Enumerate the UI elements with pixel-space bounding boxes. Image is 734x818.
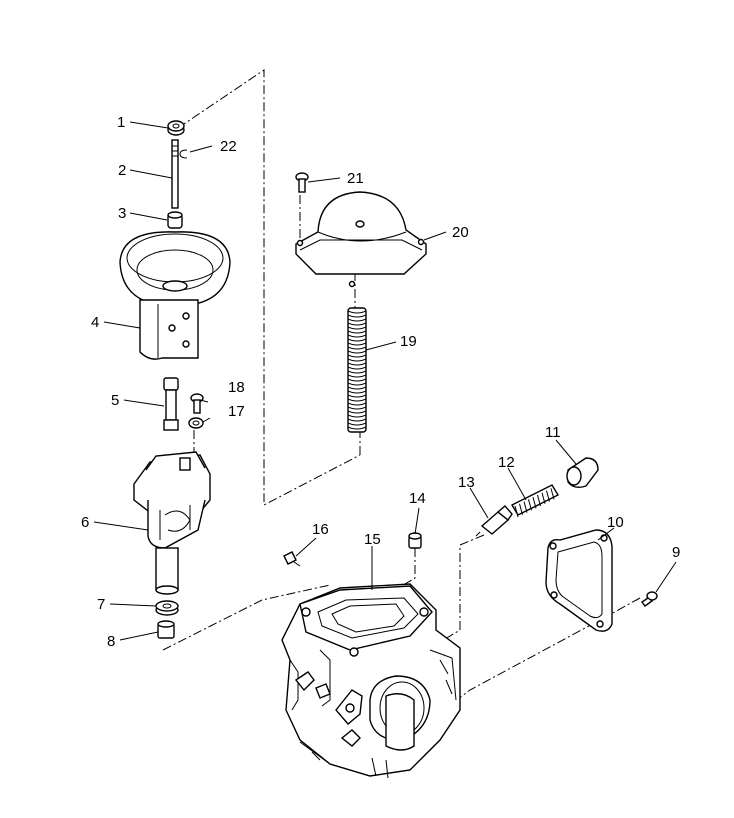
callout-15: 15 (364, 531, 381, 548)
callout-3: 3 (118, 205, 126, 222)
callout-2: 2 (118, 162, 126, 179)
spring-coil (347, 314, 367, 318)
spring-coil (347, 390, 367, 394)
part-20-top-cover (295, 191, 427, 288)
spring-coil (347, 422, 367, 426)
spring-coil (347, 414, 367, 418)
callout-6: 6 (81, 514, 89, 531)
part-4-diaphragm-slide (119, 231, 231, 360)
spring-coil (347, 350, 367, 354)
callout-18: 18 (228, 379, 245, 396)
part-21-screw (295, 172, 309, 193)
callout-4: 4 (91, 314, 99, 331)
part-16-screw (283, 551, 301, 567)
spring-coil (347, 410, 367, 414)
spring-coil (528, 499, 532, 511)
spring-coil (347, 402, 367, 406)
spring-coil (347, 346, 367, 350)
callout-9: 9 (672, 544, 680, 561)
part-3-spacer (167, 211, 183, 229)
spring-coil (347, 386, 367, 390)
part-19-spring (347, 307, 367, 433)
spring-coil (347, 394, 367, 398)
part-11-cap (566, 457, 599, 489)
callout-19: 19 (400, 333, 417, 350)
callout-11: 11 (545, 424, 561, 441)
spring-coil (519, 503, 523, 515)
callout-7: 7 (97, 596, 105, 613)
part-10-cover-gasket (545, 529, 613, 632)
spring-coil (514, 505, 519, 518)
leader-lines (93, 121, 677, 641)
part-18-screw (190, 393, 204, 414)
spring-coil (347, 378, 367, 382)
callout-17: 17 (228, 403, 245, 420)
part-15-carburetor-body (281, 583, 461, 779)
spring-coil (541, 492, 546, 504)
callout-16: 16 (312, 521, 329, 538)
spring-coil (537, 494, 541, 507)
callout-13: 13 (458, 474, 475, 491)
spring-coil (347, 382, 367, 386)
part-1-nut (167, 120, 185, 136)
spring-coil (347, 406, 367, 410)
spring-coil (347, 318, 367, 322)
part-5-needle-jet (163, 377, 179, 431)
spring-coil (347, 330, 367, 334)
part-6-slide-holder (133, 451, 211, 595)
spring-coil (347, 334, 367, 338)
callout-1: 1 (117, 114, 125, 131)
spring-coil (347, 370, 367, 374)
callout-labels: 1 2 3 4 5 6 7 8 9 10 11 12 13 14 15 16 1… (81, 114, 680, 650)
spring-coil (532, 497, 537, 509)
spring-coil (347, 338, 367, 342)
part-14-plug (408, 532, 422, 549)
callout-22: 22 (220, 138, 237, 155)
spring-coil (347, 310, 367, 314)
part-7-washer (155, 600, 179, 616)
spring-coil (347, 342, 367, 346)
part-2-jet-needle (171, 139, 179, 209)
callout-21: 21 (347, 170, 364, 187)
part-9-screw (640, 591, 658, 607)
callout-12: 12 (498, 454, 515, 471)
spring-coil (347, 362, 367, 366)
spring-coil (347, 398, 367, 402)
spring-coil (347, 418, 367, 422)
part-8-main-jet (157, 620, 175, 639)
callout-8: 8 (107, 633, 115, 650)
spring-coil (347, 358, 367, 362)
spring-coil (347, 366, 367, 370)
spring-coil (523, 501, 528, 513)
spring-coil (347, 354, 367, 358)
callout-10: 10 (607, 514, 624, 531)
callout-20: 20 (452, 224, 469, 241)
spring-coil (550, 488, 555, 500)
callout-14: 14 (409, 490, 426, 507)
part-22-clip (179, 149, 188, 159)
spring-coil (347, 322, 367, 326)
spring-coil (347, 326, 367, 330)
part-17-lock-washer (188, 417, 204, 429)
spring-coil (546, 490, 550, 502)
callout-5: 5 (111, 392, 119, 409)
part-13-plunger (475, 505, 513, 537)
spring-coil (347, 426, 367, 430)
spring-coil (347, 374, 367, 378)
part-12-spring (511, 484, 559, 518)
